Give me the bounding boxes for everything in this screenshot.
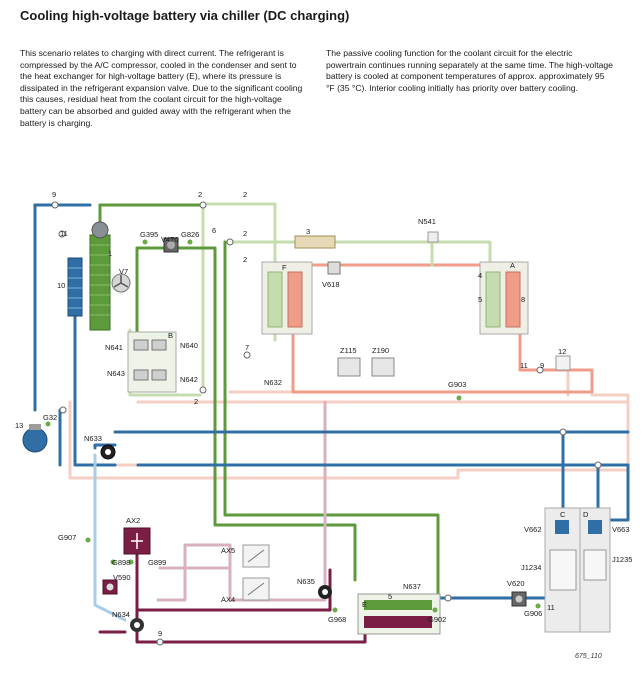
- svg-text:2: 2: [198, 190, 202, 199]
- reservoir-12: [555, 355, 571, 371]
- svg-text:1: 1: [108, 249, 112, 258]
- svg-text:N642: N642: [180, 375, 198, 384]
- svg-text:3: 3: [306, 227, 310, 236]
- power-electronics-c: [544, 507, 582, 633]
- chiller-e: [357, 593, 441, 635]
- svg-text:G907: G907: [58, 533, 76, 542]
- svg-text:10: 10: [57, 281, 65, 290]
- heat-exchanger-3: [294, 235, 336, 249]
- svg-text:8: 8: [521, 295, 525, 304]
- svg-text:N632: N632: [264, 378, 282, 387]
- svg-text:N633: N633: [84, 434, 102, 443]
- sensors: [45, 239, 541, 613]
- svg-text:V662: V662: [524, 525, 542, 534]
- figure-number: 675_110: [575, 653, 602, 660]
- svg-text:9: 9: [540, 361, 544, 370]
- valve-n633-icon: [100, 444, 116, 460]
- description-left: This scenario relates to charging with d…: [20, 48, 303, 128]
- svg-text:C: C: [560, 510, 566, 519]
- svg-text:7: 7: [245, 343, 249, 352]
- svg-text:J1234: J1234: [521, 563, 541, 572]
- svg-text:AX2: AX2: [126, 516, 140, 525]
- ac-compressor: [163, 237, 179, 253]
- radiator-fan-icon: [111, 273, 131, 293]
- svg-text:2: 2: [194, 397, 198, 406]
- expansion-tank: [22, 424, 48, 453]
- svg-text:11: 11: [520, 361, 528, 370]
- svg-text:4: 4: [478, 271, 482, 280]
- svg-text:D: D: [583, 510, 589, 519]
- svg-text:N634: N634: [112, 610, 130, 619]
- svg-text:9: 9: [158, 629, 162, 638]
- svg-text:Z115: Z115: [340, 346, 357, 355]
- ax4-module: [242, 577, 270, 601]
- svg-text:N641: N641: [105, 343, 123, 352]
- description-right: The passive cooling function for the coo…: [326, 48, 613, 93]
- radiator: [67, 257, 83, 317]
- svg-text:13: 13: [15, 421, 23, 430]
- ax2-module: [123, 527, 151, 555]
- svg-text:V590: V590: [113, 573, 131, 582]
- svg-text:N635: N635: [297, 577, 315, 586]
- svg-text:J1235: J1235: [612, 555, 632, 564]
- component-labels: 9 11 10 1 V7 N641 N643 13 G32 N633 G907 …: [15, 190, 632, 638]
- svg-text:9: 9: [52, 190, 56, 199]
- evaporator-f: [261, 261, 313, 335]
- svg-text:11: 11: [547, 603, 555, 612]
- svg-text:6: 6: [212, 226, 216, 235]
- svg-text:N541: N541: [418, 217, 436, 226]
- svg-text:G32: G32: [43, 413, 57, 422]
- heater-z115: [337, 357, 361, 377]
- svg-text:N643: N643: [107, 369, 125, 378]
- svg-text:G898: G898: [112, 558, 130, 567]
- svg-text:AX5: AX5: [221, 546, 235, 555]
- svg-text:N640: N640: [180, 341, 198, 350]
- svg-text:5: 5: [478, 295, 482, 304]
- power-electronics-d: [579, 507, 611, 633]
- svg-text:2: 2: [243, 190, 247, 199]
- svg-text:G968: G968: [328, 615, 346, 624]
- svg-text:F: F: [282, 263, 287, 272]
- svg-text:2: 2: [243, 255, 247, 264]
- pipe-connectors: [51, 201, 602, 646]
- pump-v618-icon: [327, 261, 341, 275]
- refrigerant-green-lines: [98, 203, 440, 597]
- page-title: Cooling high-voltage battery via chiller…: [20, 8, 350, 23]
- svg-text:G826: G826: [181, 230, 199, 239]
- condenser: [89, 221, 111, 331]
- svg-text:12: 12: [558, 347, 566, 356]
- svg-text:G906: G906: [524, 609, 542, 618]
- svg-text:B: B: [168, 331, 173, 340]
- svg-text:A: A: [510, 261, 515, 270]
- svg-text:G395: G395: [140, 230, 158, 239]
- svg-text:G903: G903: [448, 380, 466, 389]
- svg-text:5: 5: [388, 592, 392, 601]
- svg-text:Z190: Z190: [372, 346, 389, 355]
- svg-text:N637: N637: [403, 582, 421, 591]
- svg-text:V470: V470: [161, 235, 179, 244]
- valve-block-b: [127, 331, 177, 393]
- svg-text:G902: G902: [428, 615, 446, 624]
- svg-text:V618: V618: [322, 280, 340, 289]
- svg-text:11: 11: [60, 229, 68, 238]
- svg-text:E: E: [362, 600, 367, 609]
- valve-n634-icon: [130, 618, 144, 632]
- pump-v590-icon: [102, 579, 118, 595]
- heater-z190: [371, 357, 395, 377]
- evaporator-a: [479, 261, 529, 335]
- ax5-module: [242, 544, 270, 568]
- svg-text:V620: V620: [507, 579, 525, 588]
- valve-n635-icon: [318, 585, 332, 599]
- valve-n541-icon: [427, 231, 439, 243]
- svg-text:V7: V7: [119, 267, 128, 276]
- svg-text:V663: V663: [612, 525, 630, 534]
- svg-text:AX4: AX4: [221, 595, 235, 604]
- svg-text:G899: G899: [148, 558, 166, 567]
- light-blue-lines: [93, 453, 127, 622]
- pump-v620-icon: [511, 591, 527, 607]
- svg-text:2: 2: [243, 229, 247, 238]
